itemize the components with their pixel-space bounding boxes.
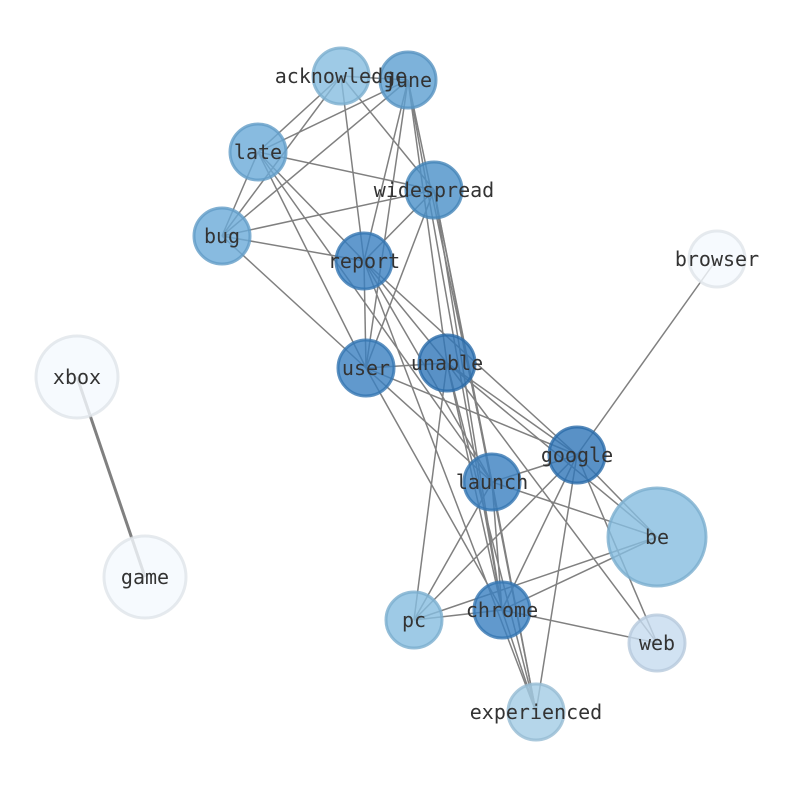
edge-late-widespread bbox=[257, 151, 435, 191]
node-label-bug: bug bbox=[204, 224, 240, 248]
edge-june-bug bbox=[221, 79, 409, 237]
node-label-late: late bbox=[234, 140, 282, 164]
node-label-chrome: chrome bbox=[466, 598, 538, 622]
node-chrome[interactable] bbox=[472, 580, 532, 640]
edge-user-chrome bbox=[365, 367, 503, 611]
edge-bug-widespread bbox=[221, 189, 435, 237]
edge-june-user bbox=[365, 79, 409, 369]
edge-user-google bbox=[365, 367, 578, 456]
node-browser[interactable] bbox=[687, 229, 747, 289]
node-pc[interactable] bbox=[384, 590, 444, 650]
node-label-xbox: xbox bbox=[53, 365, 101, 389]
node-be[interactable] bbox=[606, 486, 708, 588]
edge-june-report bbox=[363, 79, 409, 262]
node-label-game: game bbox=[121, 565, 169, 589]
nodes-layer bbox=[34, 46, 747, 742]
node-widespread[interactable] bbox=[404, 160, 464, 220]
node-label-user: user bbox=[342, 356, 390, 380]
edge-widespread-user bbox=[365, 189, 435, 369]
edge-late-launch bbox=[257, 151, 493, 483]
node-game[interactable] bbox=[102, 534, 188, 620]
edge-bug-user bbox=[221, 235, 367, 369]
node-unable[interactable] bbox=[417, 333, 477, 393]
node-label-widespread: widespread bbox=[374, 178, 494, 202]
edge-late-user bbox=[257, 151, 367, 369]
node-label-google: google bbox=[541, 443, 613, 467]
node-late[interactable] bbox=[228, 122, 288, 182]
edge-june-unable bbox=[407, 79, 448, 364]
node-june[interactable] bbox=[378, 50, 438, 110]
node-label-experienced: experienced bbox=[470, 700, 602, 724]
edge-unable-web bbox=[446, 362, 658, 644]
node-xbox[interactable] bbox=[34, 334, 120, 420]
edge-google-experienced bbox=[535, 454, 578, 713]
node-label-launch: launch bbox=[456, 470, 528, 494]
node-label-pc: pc bbox=[402, 608, 426, 632]
node-label-acknowledge: acknowledge bbox=[275, 64, 407, 88]
edge-widespread-launch bbox=[433, 189, 493, 483]
node-web[interactable] bbox=[627, 613, 687, 673]
node-bug[interactable] bbox=[192, 206, 252, 266]
edge-google-pc bbox=[413, 454, 578, 621]
node-label-june: june bbox=[384, 68, 432, 92]
edge-widespread-chrome bbox=[433, 189, 503, 611]
node-launch[interactable] bbox=[462, 452, 522, 512]
node-label-be: be bbox=[645, 525, 669, 549]
node-report[interactable] bbox=[334, 231, 394, 291]
edge-unable-experienced bbox=[446, 362, 537, 713]
node-label-web: web bbox=[639, 631, 675, 655]
node-google[interactable] bbox=[547, 425, 607, 485]
node-experienced[interactable] bbox=[506, 682, 566, 742]
node-label-browser: browser bbox=[675, 247, 759, 271]
edge-acknowledge-report bbox=[340, 75, 365, 262]
node-label-unable: unable bbox=[411, 351, 483, 375]
edge-google-browser bbox=[576, 258, 718, 456]
node-user[interactable] bbox=[336, 338, 396, 398]
node-label-report: report bbox=[328, 249, 400, 273]
edge-unable-pc bbox=[413, 362, 448, 621]
node-acknowledge[interactable] bbox=[311, 46, 371, 106]
